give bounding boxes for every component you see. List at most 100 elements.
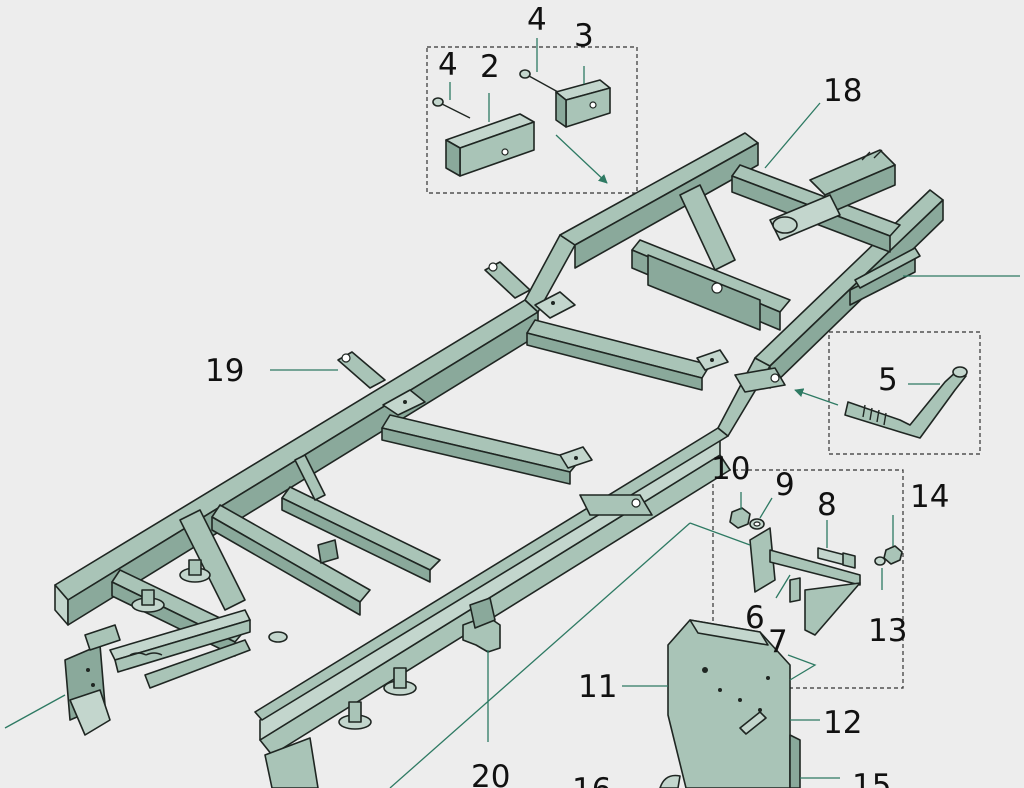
bracket-20-top xyxy=(469,597,496,629)
left-rear-rail-web xyxy=(574,142,759,269)
part-3-end xyxy=(555,91,567,128)
spring-hanger-rear-right xyxy=(734,367,786,393)
rivet xyxy=(403,400,407,404)
rivet xyxy=(91,683,95,687)
part-4-eye xyxy=(432,97,444,107)
part-2-hole xyxy=(501,148,509,156)
part-label: 6 xyxy=(745,600,765,636)
rivet xyxy=(574,456,578,460)
bracket-assembly-parts xyxy=(729,507,903,636)
rear-housing-hole xyxy=(711,282,723,294)
part-label: 9 xyxy=(775,467,795,503)
leader-crank-arrow xyxy=(794,388,839,406)
left-rear-rail-top xyxy=(559,132,759,246)
leader-tow-arrow xyxy=(555,134,608,184)
part-7-brace xyxy=(804,582,861,636)
rear-side-channel-top xyxy=(854,247,921,289)
part-label: 4 xyxy=(438,47,458,83)
mount-cap xyxy=(268,631,288,643)
center-bracket xyxy=(317,539,339,564)
part-4b-shank xyxy=(528,75,559,93)
crank-handle-tip xyxy=(952,366,968,378)
part-label: 20 xyxy=(471,759,510,788)
leader-7 xyxy=(787,654,817,681)
spring-coil-detail xyxy=(129,652,163,656)
rear-extension-bush xyxy=(772,216,798,234)
spring-hanger-eye xyxy=(631,498,641,508)
rivet xyxy=(86,668,90,672)
leader-6 xyxy=(775,574,791,599)
part-label: 4 xyxy=(527,2,547,38)
part-label: 2 xyxy=(480,49,500,85)
mounting-plates xyxy=(659,619,801,788)
part-4-shank xyxy=(441,103,471,119)
spring-hanger-eye xyxy=(488,262,498,272)
part-8-bolt xyxy=(817,547,846,566)
mount-post xyxy=(393,667,407,689)
detail-box-bracket-assembly xyxy=(712,469,904,689)
leader-long-diagonal-end xyxy=(689,522,751,546)
mount-post xyxy=(188,559,202,576)
part-6-arm xyxy=(769,549,861,586)
part-15-plate-edge xyxy=(789,734,801,788)
front-diagonal-brace xyxy=(179,509,246,611)
mount-post xyxy=(141,589,155,606)
part-label: 12 xyxy=(823,705,862,741)
front-small-block xyxy=(84,624,121,651)
part-14-nut xyxy=(883,545,903,565)
part-label: 16 xyxy=(572,772,611,788)
part-label: 13 xyxy=(868,613,907,649)
part-6-stub xyxy=(789,577,801,603)
plate-bolt xyxy=(738,698,742,702)
mount-post xyxy=(348,701,362,723)
rivet xyxy=(710,358,714,362)
rear-diagonal-brace xyxy=(679,184,736,271)
part-2-end xyxy=(445,139,461,177)
plate-bolt xyxy=(758,708,762,712)
rear-extension-lugs xyxy=(861,149,883,161)
part-4b-eye xyxy=(519,69,531,79)
part-11-top-edge xyxy=(689,619,769,646)
crossmember-1-web xyxy=(526,332,703,391)
front-inner-rail-web xyxy=(211,516,361,616)
crossmember-3-web xyxy=(281,497,431,583)
leader-lines xyxy=(4,38,1020,788)
crossmember-2-web xyxy=(381,427,571,485)
part-9-hole xyxy=(753,521,761,527)
part-16-item xyxy=(659,774,681,788)
front-leaf-spring xyxy=(114,619,251,673)
spring-hanger-eye xyxy=(770,373,780,383)
part-label: 8 xyxy=(817,487,837,523)
part-10-nut xyxy=(729,507,751,529)
front-tow-hook xyxy=(69,689,111,736)
leader-9 xyxy=(759,497,773,519)
spring-hanger-right xyxy=(579,494,653,516)
leader-long-diagonal xyxy=(389,522,691,788)
part-3-hole xyxy=(589,101,597,109)
plate-bolt xyxy=(766,676,770,680)
front-vertical-brace xyxy=(294,454,326,501)
chassis-frame xyxy=(54,132,944,788)
part-8-head xyxy=(842,552,856,569)
part-6-plate xyxy=(749,527,776,593)
part-labels: 4 3 4 2 18 19 5 10 9 8 14 6 13 7 11 12 2… xyxy=(205,2,949,788)
detail-box-tow-blocks xyxy=(426,46,638,194)
front-spring-lower xyxy=(144,639,251,689)
rear-housing-front xyxy=(647,254,761,331)
part-20-bracket xyxy=(462,597,501,653)
leader-18 xyxy=(764,102,821,169)
right-rail-lower xyxy=(259,454,731,756)
part-label: 19 xyxy=(205,353,244,389)
part-label: 7 xyxy=(768,624,788,660)
crank-handle-spring xyxy=(862,404,887,426)
spring-hanger-eye xyxy=(341,353,351,363)
gusset-1 xyxy=(534,291,576,319)
plate-bolt xyxy=(702,667,708,673)
rivet xyxy=(551,301,555,305)
part-label: 11 xyxy=(578,669,617,705)
tow-block-parts xyxy=(432,69,611,177)
crank-handle-body xyxy=(844,369,967,439)
part-label: 10 xyxy=(711,451,750,487)
